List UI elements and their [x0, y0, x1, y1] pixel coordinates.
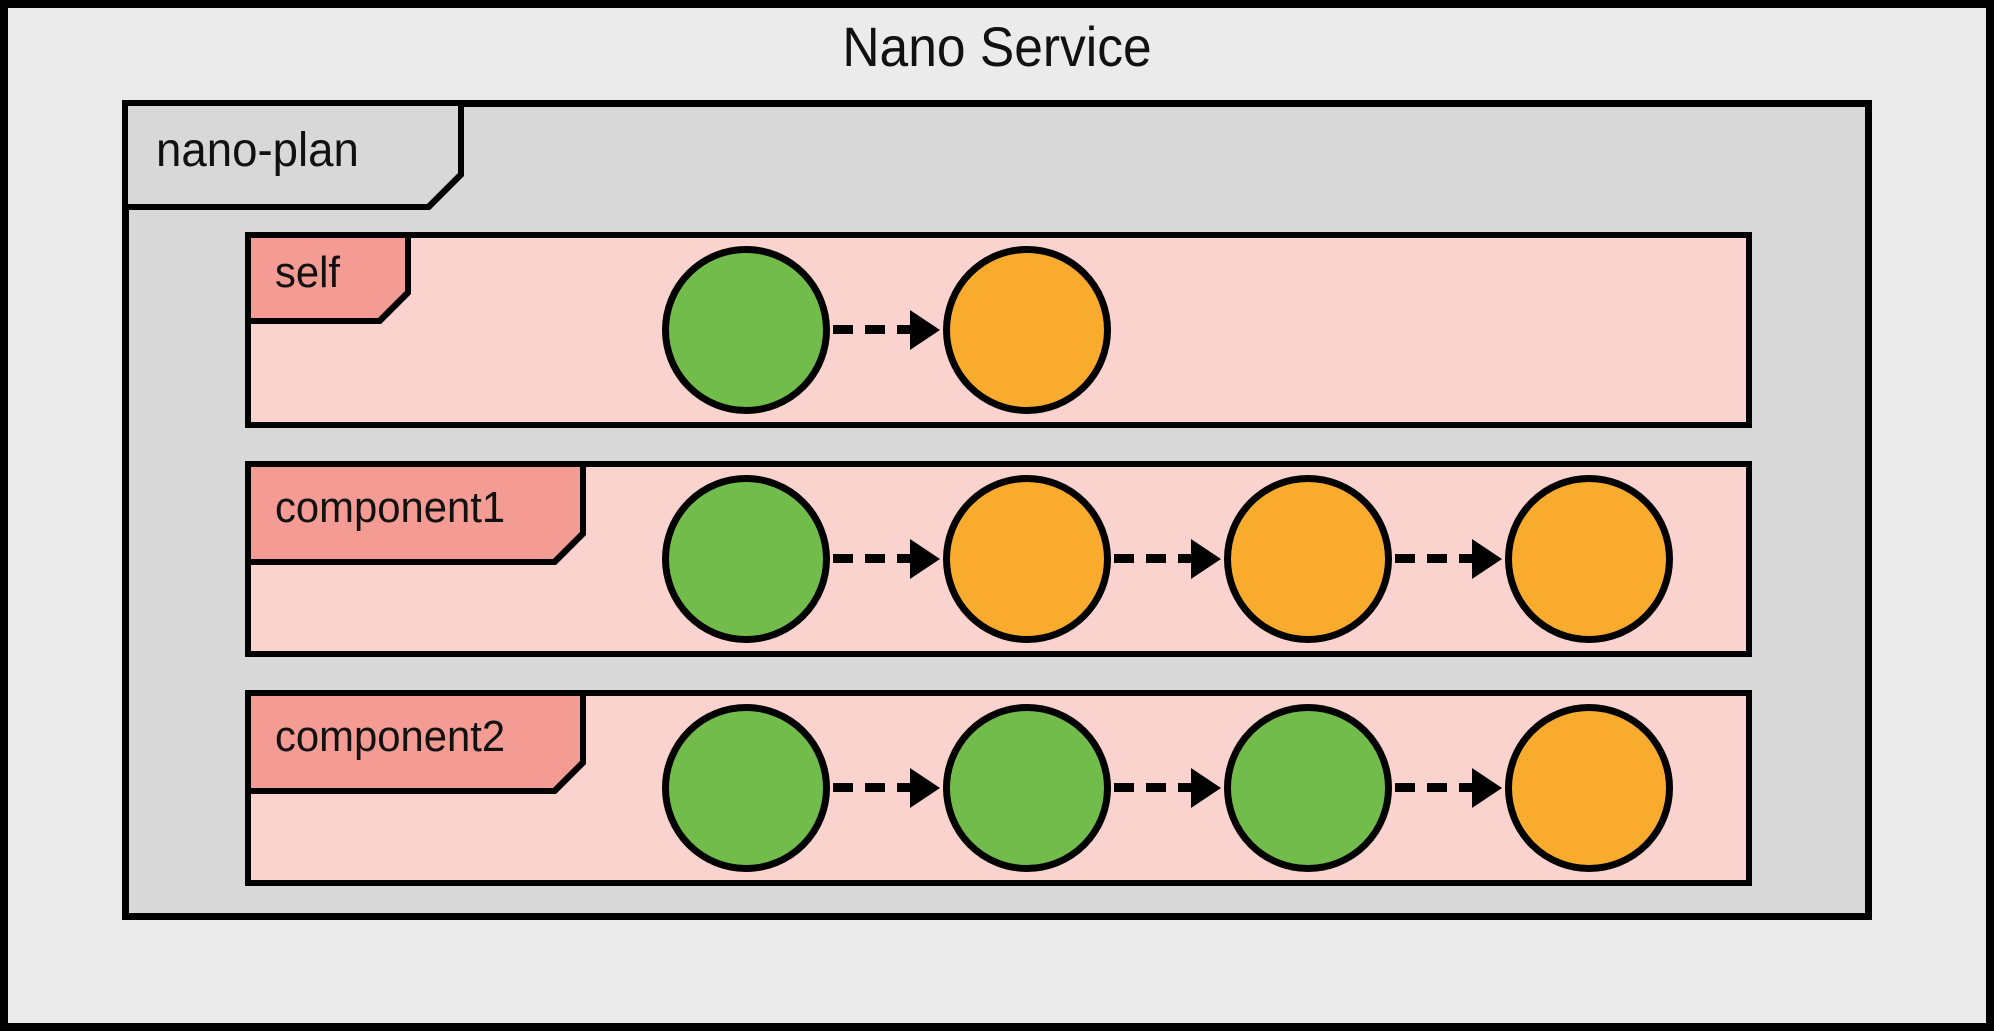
- state-circle-orange: [943, 475, 1111, 643]
- arrow-head-icon: [1472, 539, 1502, 579]
- state-circle-green: [662, 475, 830, 643]
- arrow-head-icon: [1191, 768, 1221, 808]
- state-circle-orange: [1505, 475, 1673, 643]
- state-circle-orange: [1224, 475, 1392, 643]
- row-label: component2: [275, 712, 506, 761]
- tab-fill: [251, 238, 405, 318]
- row-label: self: [275, 248, 341, 297]
- dashed-line: [1395, 783, 1474, 792]
- arrow-head-icon: [910, 310, 940, 350]
- arrow-head-icon: [910, 768, 940, 808]
- arrow-head-icon: [1472, 768, 1502, 808]
- nano-plan-box: nano-plan self component1 component2: [122, 100, 1872, 920]
- dashed-line: [833, 554, 912, 563]
- row-label: component1: [275, 483, 506, 532]
- state-circle-orange: [943, 246, 1111, 414]
- state-circle-green: [1224, 704, 1392, 872]
- plan-row-self: self: [245, 232, 1752, 428]
- plan-row-component2: component2: [245, 690, 1752, 886]
- transition-arrow: [1114, 539, 1221, 579]
- transition-arrow: [833, 310, 940, 350]
- arrow-head-icon: [1191, 539, 1221, 579]
- nano-plan-tab: nano-plan: [122, 100, 464, 210]
- state-circle-green: [662, 704, 830, 872]
- row-tab-self: self: [245, 232, 411, 324]
- dashed-line: [833, 325, 912, 334]
- dashed-line: [1395, 554, 1474, 563]
- transition-arrow: [833, 539, 940, 579]
- nano-plan-label: nano-plan: [156, 123, 359, 177]
- tab-fill: [128, 106, 458, 204]
- row-tab-component2: component2: [245, 690, 586, 794]
- tab-fill: [251, 696, 580, 788]
- dashed-line: [1114, 554, 1193, 563]
- arrow-head-icon: [910, 539, 940, 579]
- dashed-line: [1114, 783, 1193, 792]
- state-circle-green: [662, 246, 830, 414]
- plan-row-component1: component1: [245, 461, 1752, 657]
- state-circle-orange: [1505, 704, 1673, 872]
- transition-arrow: [1114, 768, 1221, 808]
- diagram-title: Nano Service: [842, 15, 1152, 78]
- tab-fill: [251, 467, 580, 559]
- row-tab-component1: component1: [245, 461, 586, 565]
- transition-arrow: [1395, 768, 1502, 808]
- transition-arrow: [1395, 539, 1502, 579]
- transition-arrow: [833, 768, 940, 808]
- dashed-line: [833, 783, 912, 792]
- state-circle-green: [943, 704, 1111, 872]
